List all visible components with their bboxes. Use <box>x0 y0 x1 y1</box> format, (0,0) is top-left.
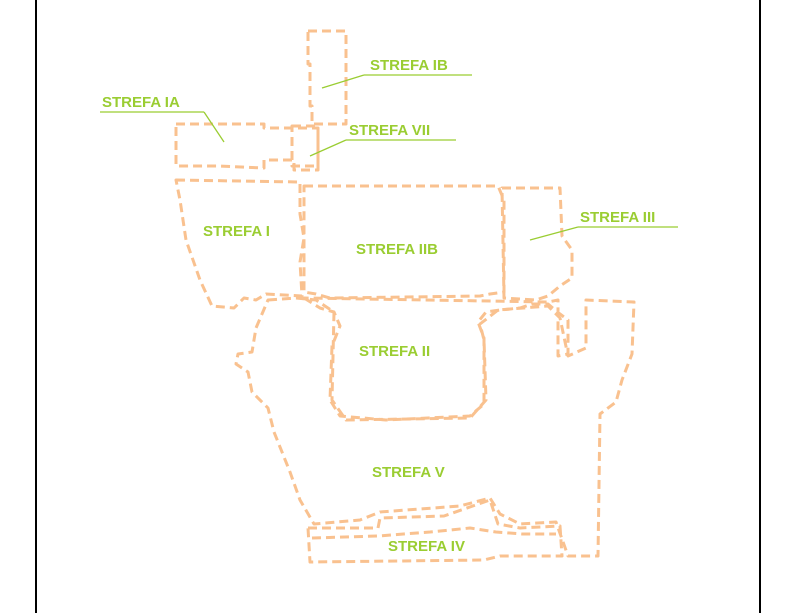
zone-ib-outline <box>306 29 348 126</box>
zone-outlines <box>174 29 636 564</box>
zone-ia-outline <box>174 122 320 172</box>
label-zone-ii: STREFA II <box>359 343 430 360</box>
zone-v-outline <box>234 296 636 558</box>
label-zone-iii: STREFA III <box>580 209 655 226</box>
zone-ii-outline <box>302 296 570 422</box>
zone-vii-outline <box>290 124 320 168</box>
label-zone-ib: STREFA IB <box>370 57 448 74</box>
label-zone-iib: STREFA IIB <box>356 241 438 258</box>
label-zone-v: STREFA V <box>372 464 445 481</box>
leader-ib <box>321 74 365 89</box>
zone-labels: STREFA IB STREFA IA STREFA VII STREFA I … <box>102 57 655 555</box>
label-zone-ia: STREFA IA <box>102 94 180 111</box>
zone-iv-inner-outline <box>311 526 556 540</box>
zone-i-outline <box>174 178 306 310</box>
leader-vii <box>309 139 347 157</box>
label-zone-i: STREFA I <box>203 223 270 240</box>
zone-iib-outline <box>302 184 506 300</box>
label-zone-iv: STREFA IV <box>388 538 465 555</box>
zone-iv-outline <box>306 498 564 564</box>
leader-ia <box>203 111 225 143</box>
leader-lines <box>100 74 678 241</box>
label-zone-vii: STREFA VII <box>349 122 430 139</box>
zone-iii-outline <box>500 186 574 302</box>
leader-iii <box>529 226 579 241</box>
